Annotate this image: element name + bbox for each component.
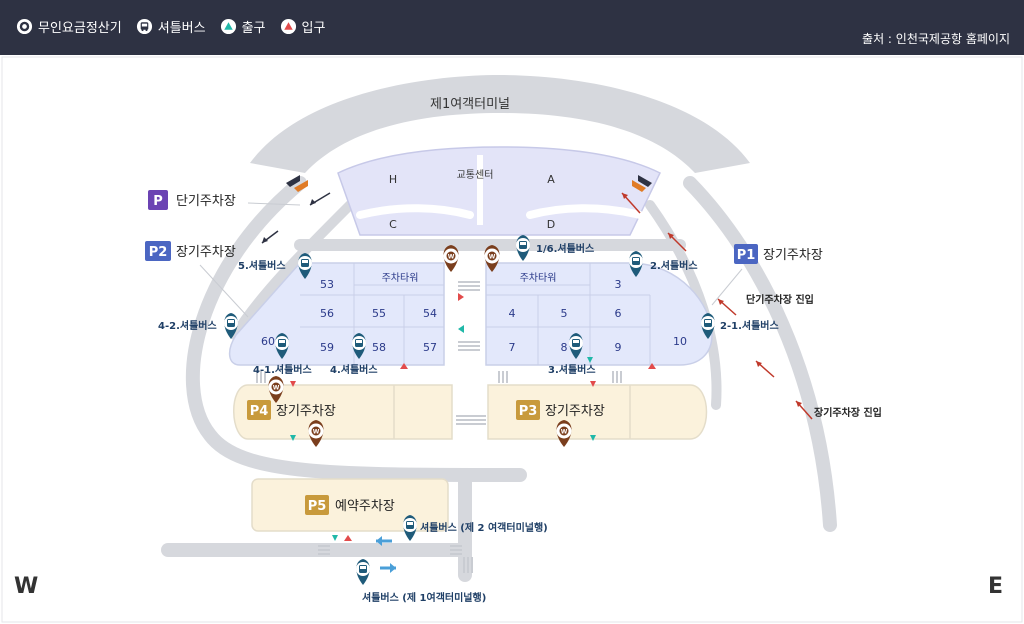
section-7: 7 <box>509 341 516 354</box>
bus-stop-t1: 셔틀버스 (제 1여객터미널행) <box>362 591 486 604</box>
section-60: 60 <box>261 335 275 348</box>
badge-p-short-text: P <box>153 194 163 209</box>
badge-p1-text: P1 <box>737 248 756 263</box>
section-4: 4 <box>509 307 516 320</box>
badge-p4 <box>247 400 271 420</box>
badge-p2-text: P2 <box>149 245 168 260</box>
east-chevron-icon <box>632 175 652 192</box>
bus-stop-2: 2.셔틀버스 <box>650 259 698 272</box>
p4-lot-block <box>233 384 453 440</box>
terminal-building <box>250 75 750 173</box>
section-8: 8 <box>561 341 568 354</box>
crosswalks <box>256 281 622 573</box>
section-3: 3 <box>615 278 622 291</box>
zone-c: C <box>389 218 397 231</box>
transport-center-block <box>337 146 661 236</box>
parking-tower-east: 주차타워 <box>520 271 557 284</box>
bus-stop-t2: 셔틀버스 (제 2 여객터미널행) <box>420 521 548 534</box>
legend-label-exit: 출구 <box>241 21 266 36</box>
entrance-icon <box>280 18 296 35</box>
map-legend: 무인요금정산기 셔틀버스 출구 입구 <box>16 17 325 36</box>
badge-p5-text: P5 <box>308 499 327 514</box>
terminal-label: 제1여객터미널 <box>430 97 510 112</box>
label-p4: 장기주차장 <box>276 404 336 419</box>
traffic-arrows <box>261 192 813 573</box>
zone-a: A <box>547 173 555 186</box>
entrance-markers <box>290 293 656 541</box>
p3-lot-block <box>487 384 708 440</box>
section-9: 9 <box>615 341 622 354</box>
legend-item-entrance: 입구 <box>280 17 326 36</box>
bus-stop-4-1: 4-1.셔틀버스 <box>253 363 312 376</box>
parking-tower-west: 주차타워 <box>382 271 419 284</box>
section-54: 54 <box>423 307 437 320</box>
badge-p4-text: P4 <box>250 404 269 419</box>
section-6: 6 <box>615 307 622 320</box>
section-numbers: 53 54 55 56 57 58 59 60 3 4 5 6 7 8 9 10 <box>261 278 687 354</box>
badge-p2 <box>145 241 171 261</box>
source-credit: 출처 : 인천국제공항 홈페이지 <box>862 32 1010 46</box>
bus-stop-4-2: 4-2.셔틀버스 <box>158 319 217 332</box>
bus-stop-1-6: 1/6.셔틀버스 <box>536 242 594 255</box>
legend-item-pay: 무인요금정산기 <box>16 17 122 36</box>
bus-stop-3: 3.셔틀버스 <box>548 363 596 376</box>
zone-h: H <box>389 173 397 186</box>
bus-stop-5: 5.셔틀버스 <box>238 259 286 272</box>
zone-d: D <box>547 218 555 231</box>
road-network <box>161 176 837 582</box>
label-p2: 장기주차장 <box>176 245 236 260</box>
compass-west: W <box>14 574 39 599</box>
p5-lot-block <box>251 478 449 532</box>
section-5: 5 <box>561 307 568 320</box>
ticketless-pay-icon <box>16 18 33 35</box>
bus-stop-4: 4.셔틀버스 <box>330 363 378 376</box>
section-53: 53 <box>320 278 334 291</box>
legend-label-bus: 셔틀버스 <box>157 21 206 36</box>
section-56: 56 <box>320 307 334 320</box>
west-chevron-icon <box>286 175 308 192</box>
section-55: 55 <box>372 307 386 320</box>
label-p5: 예약주차장 <box>335 499 395 514</box>
label-p-short: 단기주차장 <box>176 194 236 209</box>
label-p1: 장기주차장 <box>763 248 823 263</box>
legend-label-pay: 무인요금정산기 <box>38 21 122 36</box>
transport-center-label: 교통센터 <box>457 169 494 181</box>
badge-p3-text: P3 <box>519 404 538 419</box>
short-term-entry-note: 단기주차장 진입 <box>746 293 814 306</box>
legend-item-exit: 출구 <box>220 17 266 36</box>
label-p3: 장기주차장 <box>545 404 605 419</box>
legend-label-entrance: 입구 <box>301 21 326 36</box>
header-bar: 무인요금정산기 셔틀버스 출구 입구 출처 : 인천국제공항 홈페이지 <box>0 0 1024 55</box>
exit-icon <box>220 18 236 35</box>
parking-map: W 제1여객터미널 교통센터 H A C D <box>1 56 1023 623</box>
section-59: 59 <box>320 341 334 354</box>
badge-p3 <box>516 400 540 420</box>
badge-p-short <box>148 190 168 210</box>
bus-stop-2-1: 2-1.셔틀버스 <box>720 319 779 332</box>
section-58: 58 <box>372 341 386 354</box>
shuttle-bus-icon <box>136 18 152 35</box>
exit-markers <box>290 325 596 541</box>
legend-item-bus: 셔틀버스 <box>136 17 206 36</box>
shuttle-labels: 1/6.셔틀버스 5.셔틀버스 2.셔틀버스 4-2.셔틀버스 2-1.셔틀버스… <box>158 242 779 604</box>
section-57: 57 <box>423 341 437 354</box>
badge-p1 <box>734 244 758 264</box>
badge-p5 <box>305 495 329 515</box>
long-term-entry-note: 장기주차장 진입 <box>814 406 882 419</box>
compass-east: E <box>988 574 1004 599</box>
section-10: 10 <box>673 335 687 348</box>
